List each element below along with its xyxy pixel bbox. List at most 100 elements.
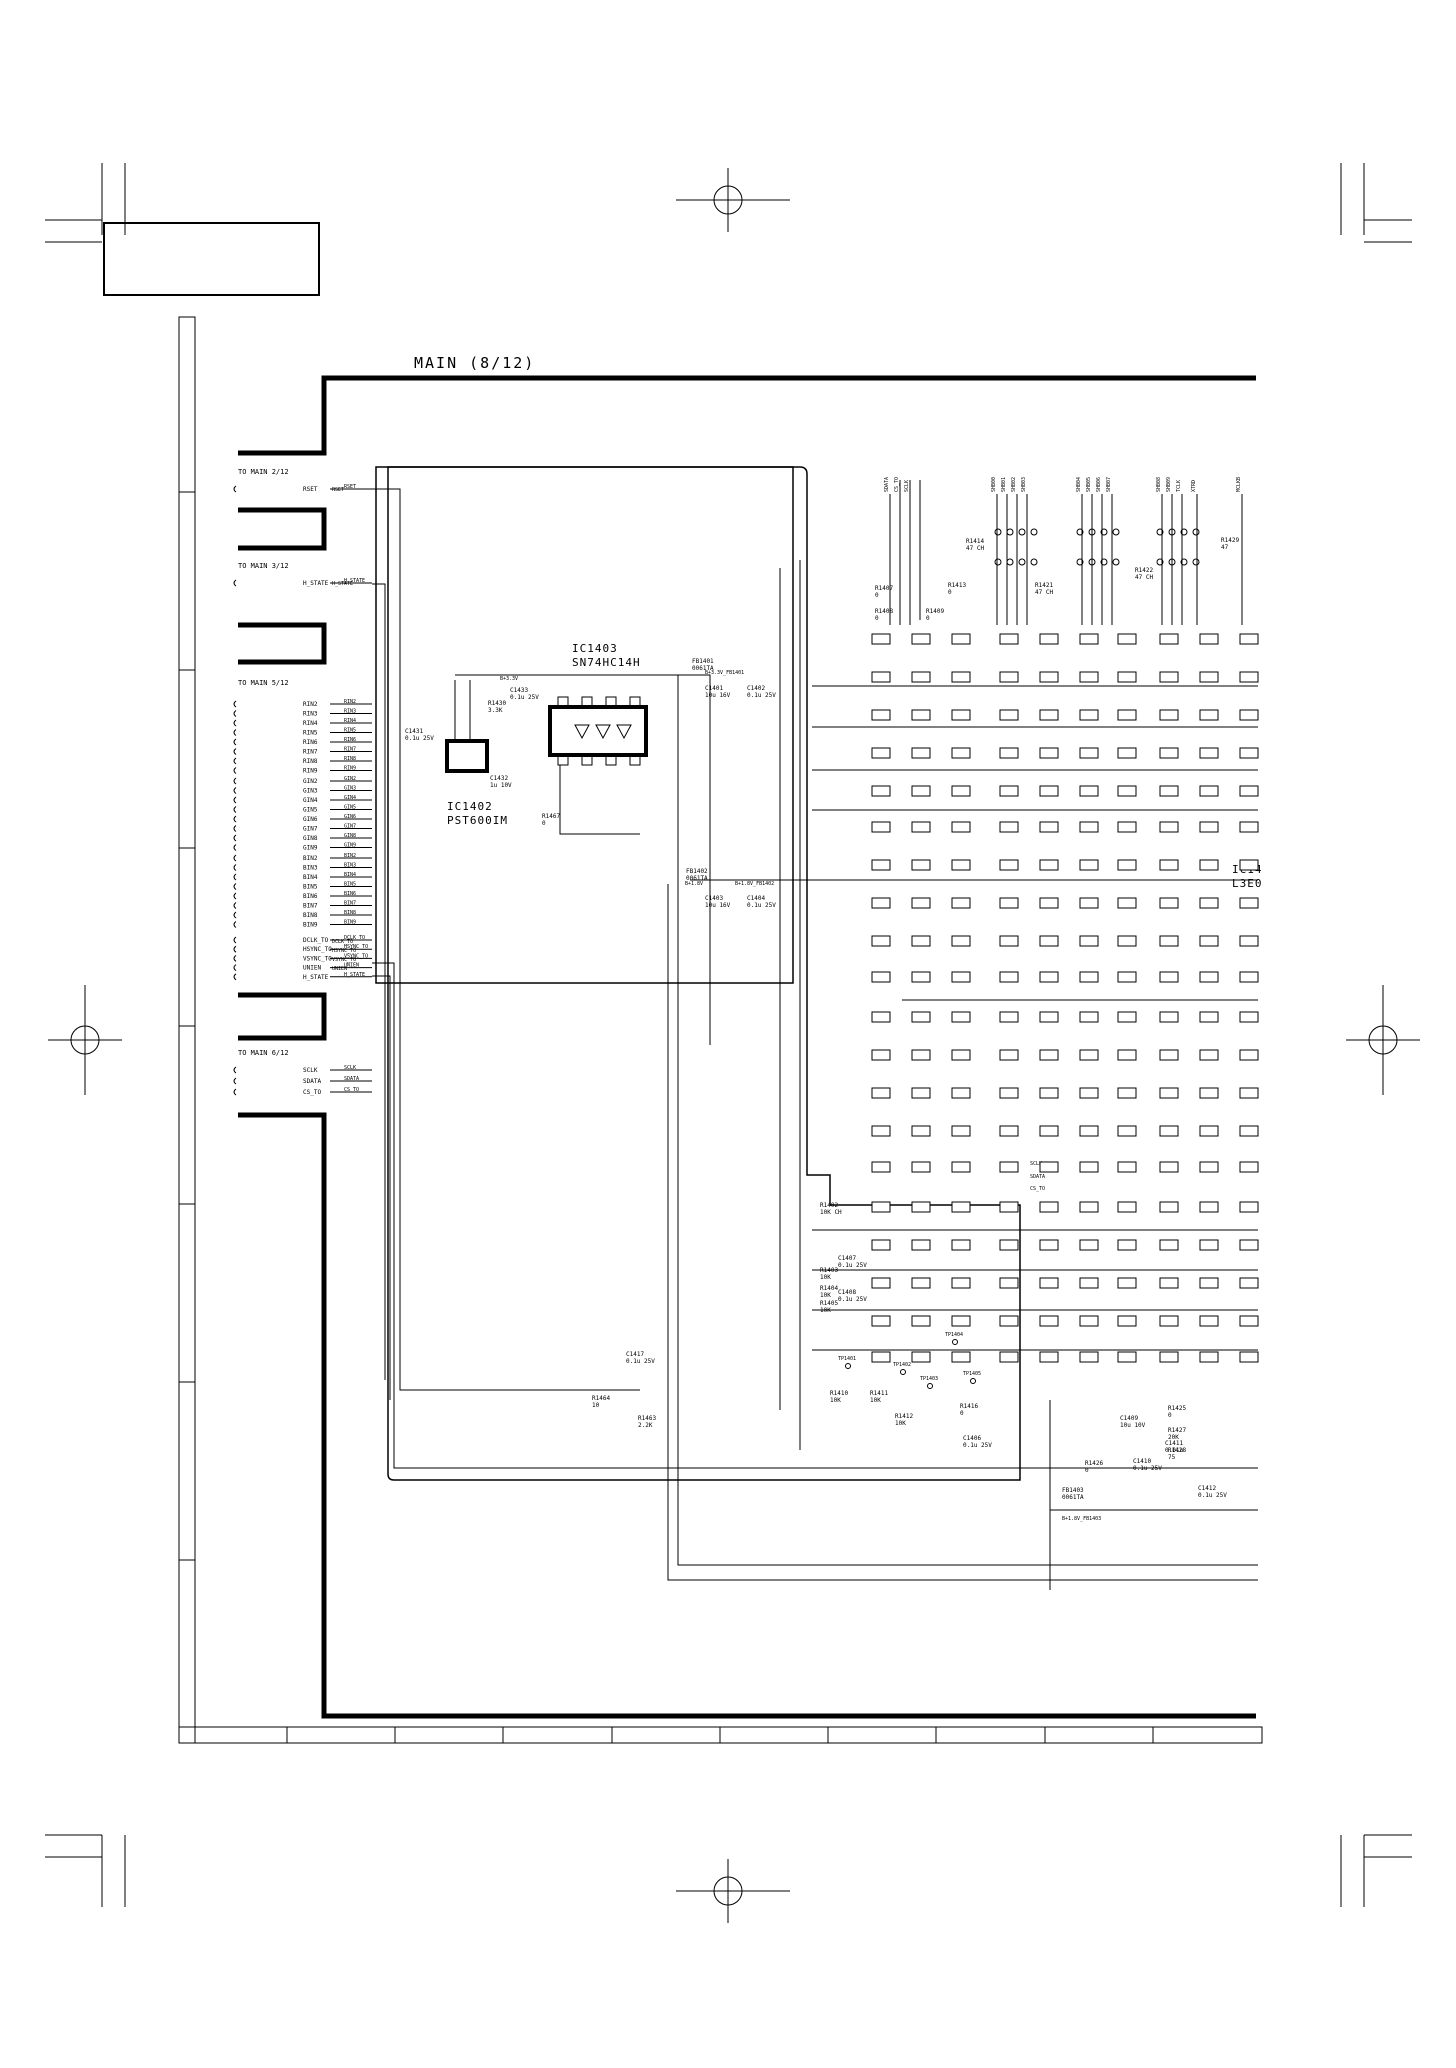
- connector-bracket: [233, 936, 237, 944]
- bga-pin-box: [871, 971, 891, 983]
- net-label: BIN9: [344, 920, 356, 926]
- bga-pin-box: [1199, 859, 1219, 871]
- component-value: 47 CH: [1135, 574, 1153, 581]
- top-signal: MCLKB: [1236, 477, 1242, 492]
- component-value: 10K: [820, 1274, 831, 1281]
- rpack-pin: [1180, 558, 1188, 566]
- net-label: GIN7: [344, 824, 356, 830]
- bga-pin-box: [1117, 1161, 1137, 1173]
- component-value: 0.1u 25V: [747, 692, 776, 699]
- bga-pin-box: [1039, 785, 1059, 797]
- bga-pin-box: [1079, 633, 1099, 645]
- net-label: BIN7: [344, 901, 356, 907]
- bga-pin-box: [951, 1011, 971, 1023]
- component-ref: R1429: [1221, 537, 1239, 544]
- bga-pin-box: [1159, 1087, 1179, 1099]
- connector-bracket: [233, 911, 237, 919]
- net-wire: [667, 884, 1258, 1581]
- component-ref: C1406: [963, 1435, 981, 1442]
- bga-pin-box: [1239, 1125, 1259, 1137]
- top-signal: TCLK: [1176, 480, 1182, 492]
- wires: [372, 480, 1258, 1590]
- bga-pin-box: [1079, 1315, 1099, 1327]
- top-signal: SCLK: [904, 480, 910, 492]
- bga-pin-box: [1199, 1277, 1219, 1289]
- bga-pin-grid: [871, 633, 1259, 1363]
- connector-title: TO MAIN 6/12: [238, 1049, 289, 1057]
- bga-pin-box: [1117, 1201, 1137, 1213]
- connector-bracket: [233, 579, 237, 587]
- rpack-pin: [1156, 558, 1164, 566]
- bga-pin-box: [1079, 1201, 1099, 1213]
- top-signal: SHB05: [1086, 477, 1092, 492]
- bga-pin-box: [911, 935, 931, 947]
- component-ref: R1403: [820, 1267, 838, 1274]
- component-value: 0.1u 25V: [405, 735, 434, 742]
- component-value: 0.1u 25V: [747, 902, 776, 909]
- bga-pin-box: [1239, 1049, 1259, 1061]
- title-box: [103, 222, 320, 296]
- bga-pin-box: [1117, 1011, 1137, 1023]
- connector-bracket: [233, 700, 237, 708]
- bga-pin-box: [1199, 971, 1219, 983]
- rpack-pin: [1112, 528, 1120, 536]
- bga-pin-box: [999, 1049, 1019, 1061]
- bga-pin-box: [1039, 1201, 1059, 1213]
- component-value: 10u 10V: [1120, 1422, 1146, 1429]
- net-label: RIN2: [344, 699, 356, 705]
- component-ref: R1404: [820, 1285, 838, 1292]
- top-signal: SHB08: [1156, 477, 1162, 492]
- net-name: SCLK: [1030, 1161, 1042, 1167]
- component-ref: R1411: [870, 1390, 888, 1397]
- bga-pin-box: [911, 971, 931, 983]
- connector-signal: BIN3: [303, 865, 318, 872]
- bga-pin-box: [1039, 747, 1059, 759]
- bga-pin-box: [871, 709, 891, 721]
- connector-bracket: [233, 767, 237, 774]
- net-name: H_STATE: [332, 581, 353, 587]
- test-point-marker: [845, 1363, 851, 1369]
- bga-pin-box: [1159, 935, 1179, 947]
- bga-pin-box: [951, 935, 971, 947]
- connector-bracket: [233, 1088, 237, 1096]
- bga-pin-box: [1117, 935, 1137, 947]
- net-label: RIN4: [344, 718, 356, 724]
- connector-bracket: [233, 883, 237, 890]
- component-ref: C1404: [747, 895, 765, 902]
- bga-pin-box: [1039, 1351, 1059, 1363]
- net-label: H_STATE: [344, 578, 365, 584]
- net-wire: [372, 962, 1258, 1469]
- bga-pin-box: [911, 785, 931, 797]
- net-label: GIN3: [344, 786, 356, 792]
- bga-pin-box: [1117, 821, 1137, 833]
- ic1403: IC1403 SN74HC14H: [548, 642, 648, 766]
- bga-pin-box: [999, 897, 1019, 909]
- bga-pin-box: [1117, 1049, 1137, 1061]
- bga-pin-box: [1199, 821, 1219, 833]
- component-ref: FB1403: [1062, 1487, 1084, 1494]
- connector-signal: BIN2: [303, 855, 318, 862]
- net-label: BIN6: [344, 891, 356, 897]
- net-label: GIN2: [344, 776, 356, 782]
- rpack-pin: [994, 528, 1002, 536]
- bga-pin-box: [1159, 1315, 1179, 1327]
- net-name: SDATA: [1030, 1174, 1045, 1180]
- bga-pin-box: [911, 1161, 931, 1173]
- left-ruler: [178, 316, 196, 1744]
- test-point-marker: [970, 1378, 976, 1384]
- rpack-pin: [1076, 528, 1084, 536]
- bga-pin-box: [1117, 633, 1137, 645]
- component-ref: C1417: [626, 1351, 644, 1358]
- component-value: 0: [1168, 1412, 1172, 1419]
- connector-signal: RIN3: [303, 711, 318, 718]
- net-label: HSYNC_TO: [344, 944, 368, 950]
- component-value: 0: [875, 592, 879, 599]
- component-value: 47 CH: [966, 545, 984, 552]
- bga-pin-box: [1159, 821, 1179, 833]
- rpack-pin: [1018, 558, 1026, 566]
- rpack-pin: [1192, 528, 1200, 536]
- bga-pin-box: [1039, 1011, 1059, 1023]
- bga-pin-box: [999, 859, 1019, 871]
- bga-pin-box: [911, 1351, 931, 1363]
- bga-pin-box: [871, 1011, 891, 1023]
